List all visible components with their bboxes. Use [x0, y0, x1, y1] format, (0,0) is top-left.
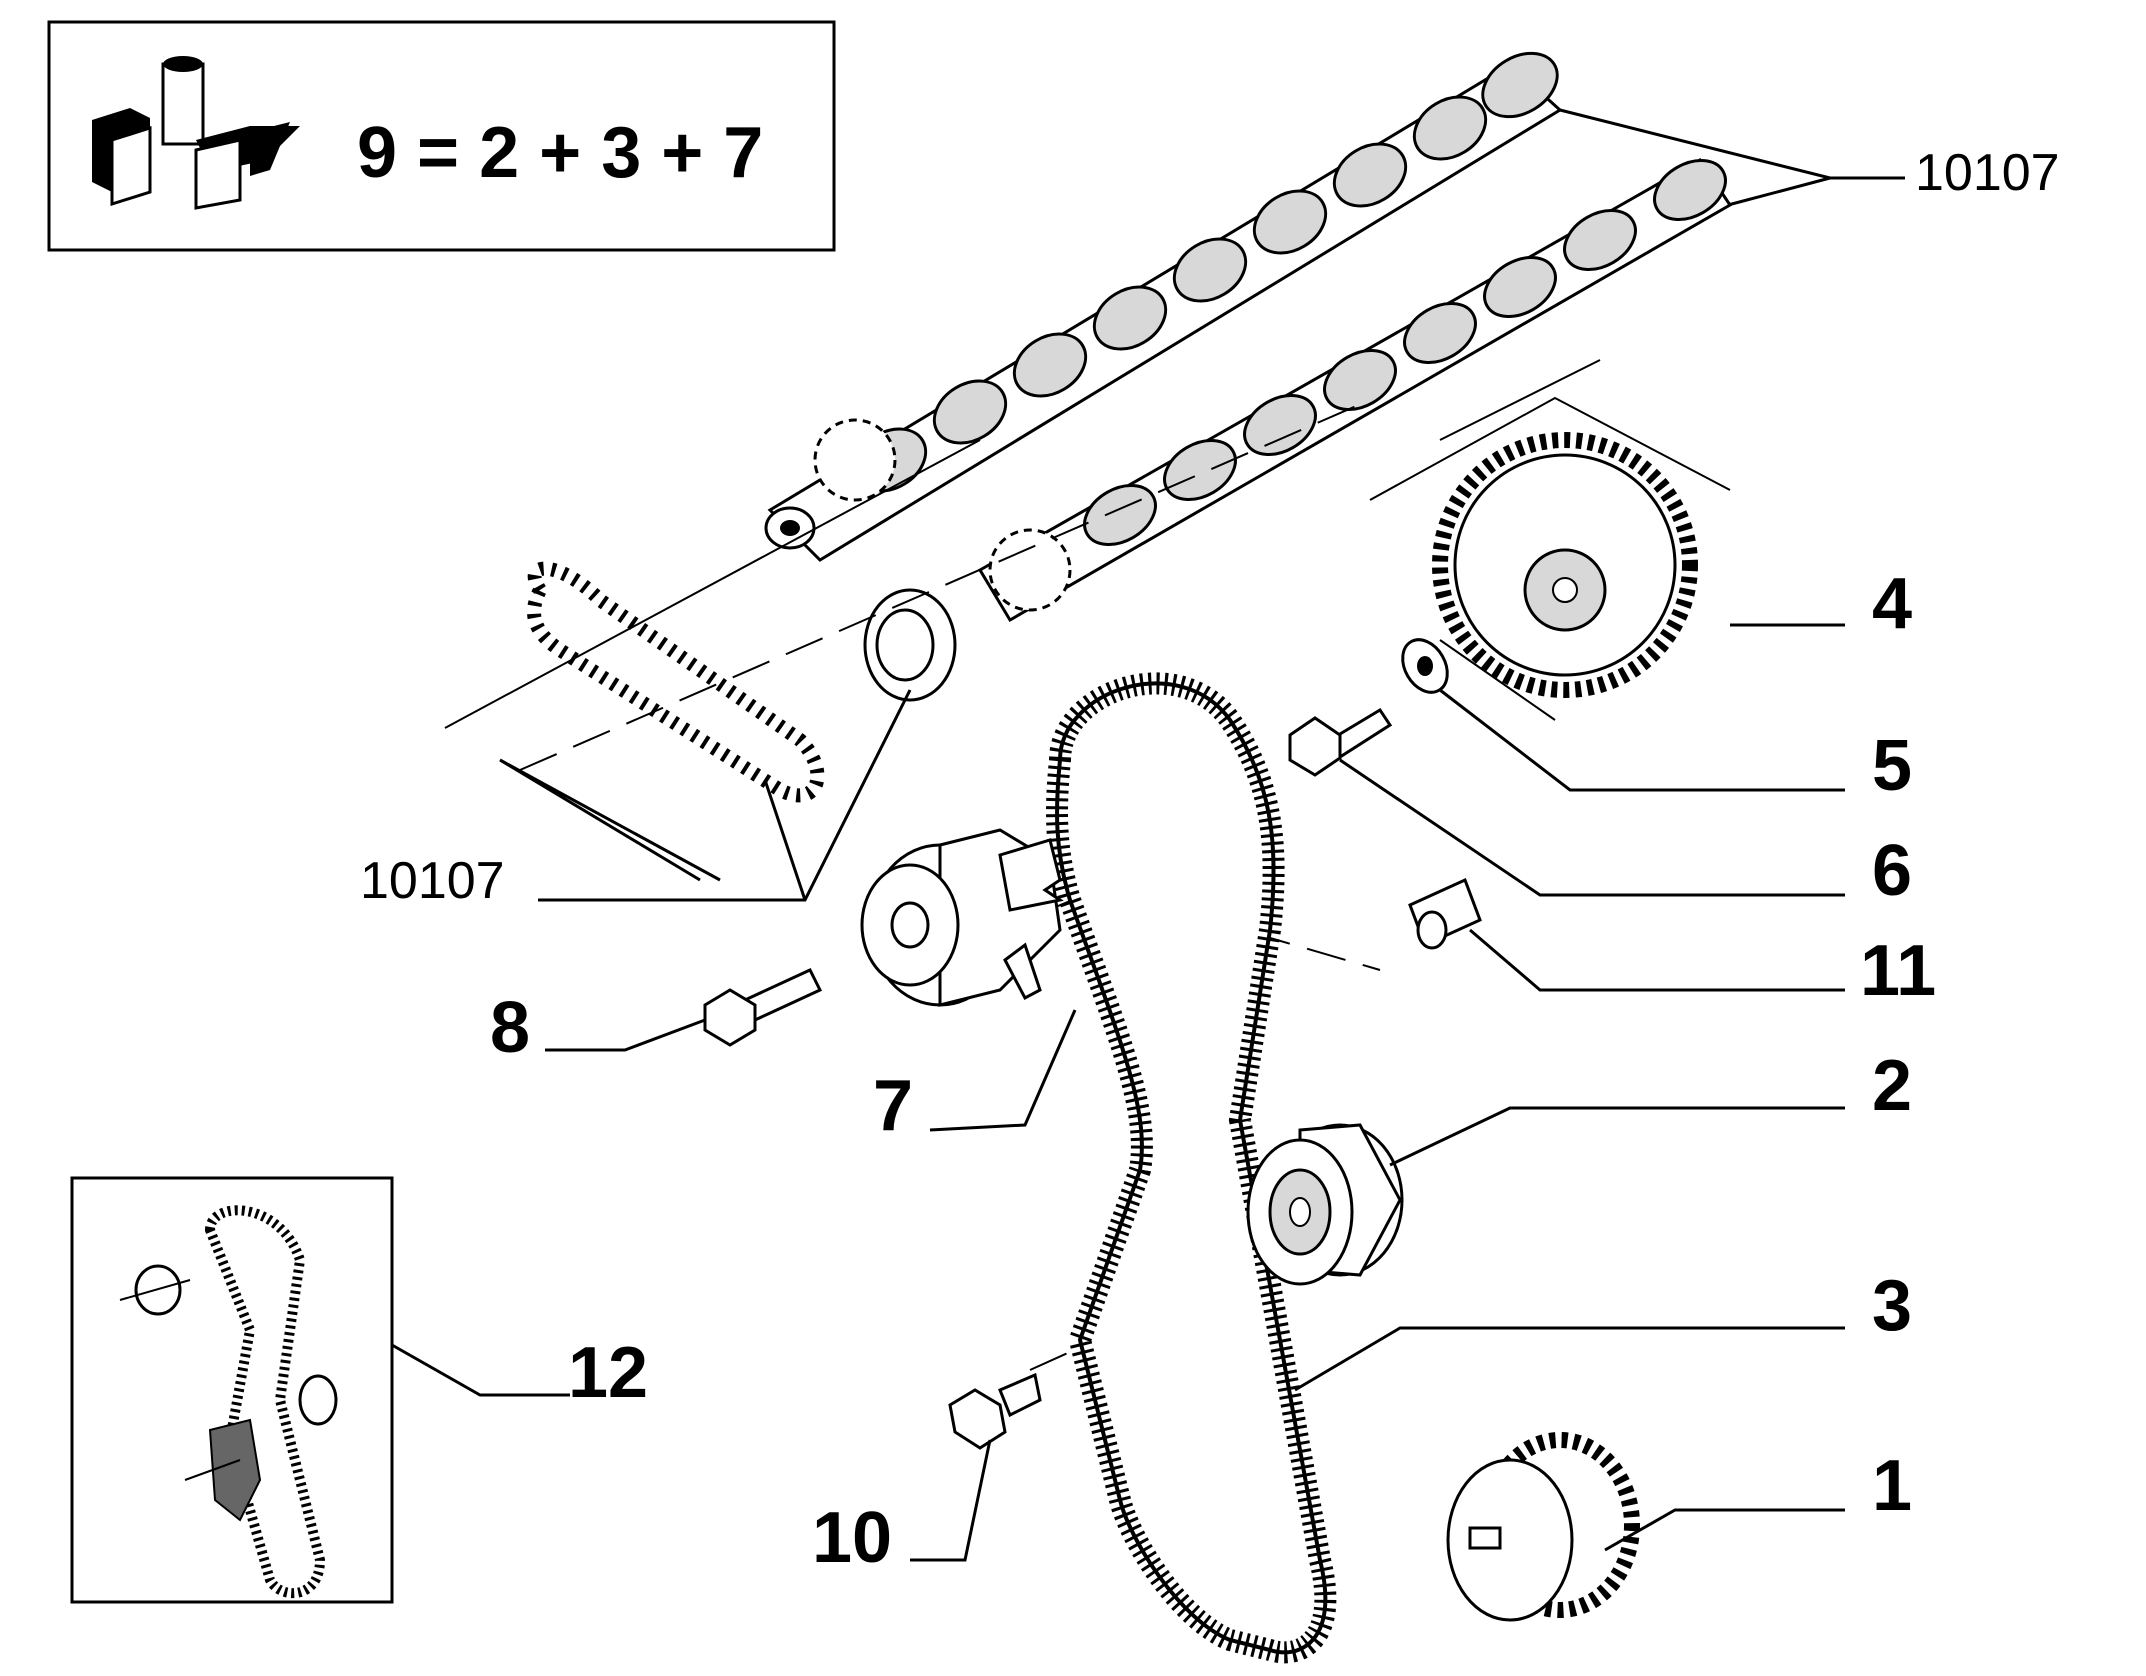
label-ref-left: 10107 [360, 852, 505, 910]
label-part-5: 5 [1872, 726, 1912, 806]
fiat-kit-icon [92, 56, 300, 210]
label-part-11: 11 [1860, 931, 1936, 1011]
timing-belt [1046, 672, 1337, 1664]
label-part-2: 2 [1872, 1046, 1912, 1126]
camshaft-lower [977, 158, 1733, 623]
idler-bolt [948, 1372, 1042, 1450]
kit-formula: 9 = 2 + 3 + 7 [357, 113, 763, 193]
camshaft-upper [764, 51, 1563, 562]
washer [1401, 638, 1449, 694]
bush [1408, 877, 1482, 950]
oil-seal [863, 588, 957, 702]
label-part-12: 12 [568, 1333, 648, 1413]
belt-tensioner [860, 828, 1064, 1007]
idler-pulley [1246, 1123, 1404, 1286]
camshaft-gear [1432, 432, 1698, 698]
label-part-10: 10 [812, 1498, 892, 1578]
part-labels: 10107 10107 4 5 6 11 2 3 1 8 7 10 12 [360, 144, 2060, 1578]
gear-bolt [1288, 707, 1393, 777]
belt-kit-inset [70, 1176, 394, 1604]
label-part-6: 6 [1872, 831, 1912, 911]
gear-bracket [1369, 396, 1731, 501]
label-part-4: 4 [1872, 564, 1912, 644]
kit-box: 9 = 2 + 3 + 7 [47, 20, 836, 252]
label-part-7: 7 [873, 1066, 913, 1146]
label-part-3: 3 [1872, 1266, 1912, 1346]
camshaft-chain [527, 561, 825, 803]
tensioner-bolt [703, 968, 823, 1047]
crankshaft-pulley [1446, 1432, 1640, 1622]
label-ref-top: 10107 [1915, 144, 2060, 202]
label-part-1: 1 [1872, 1446, 1912, 1526]
label-part-8: 8 [490, 988, 530, 1068]
leader-lines [391, 108, 1905, 1562]
